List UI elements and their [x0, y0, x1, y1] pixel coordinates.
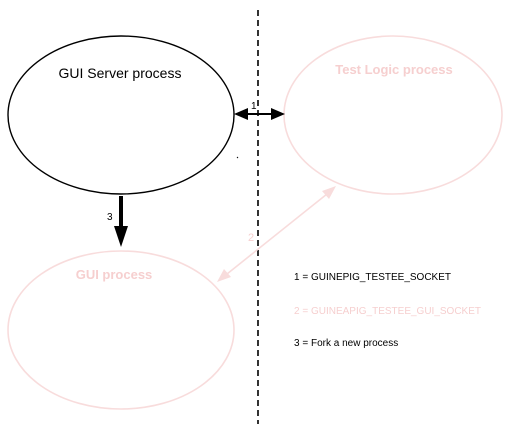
socket-testee-gui-connector	[221, 189, 333, 279]
socket-testee-number: 1	[251, 101, 257, 112]
socket-testee-arrowhead-right	[271, 108, 285, 120]
gui-server-process-node	[7, 35, 235, 195]
fork-number: 3	[107, 212, 113, 223]
socket-testee-gui-arrowhead-bottom	[217, 269, 231, 282]
legend-item-socket-testee: 1 = GUINEPIG_TESTEE_SOCKET	[294, 272, 451, 283]
gui-server-process-label: GUI Server process	[59, 65, 182, 81]
fork-arrowhead	[114, 226, 128, 247]
socket-testee-arrowhead-left	[234, 108, 248, 120]
gui-process-node	[7, 250, 235, 410]
legend-item-fork: 3 = Fork a new process	[294, 338, 398, 349]
test-logic-process-node	[283, 35, 503, 195]
legend-item-socket-testee-gui: 2 = GUINEAPIG_TESTEE_GUI_SOCKET	[294, 306, 481, 317]
gui-process-label: GUI process	[76, 267, 153, 282]
socket-testee-gui-arrowhead-top	[322, 186, 336, 199]
socket-testee-gui-number: 2	[248, 232, 254, 244]
test-logic-process-label: Test Logic process	[335, 62, 453, 77]
legend: 1 = GUINEPIG_TESTEE_SOCKET 2 = GUINEAPIG…	[294, 272, 481, 349]
decorative-dot	[236, 156, 239, 159]
